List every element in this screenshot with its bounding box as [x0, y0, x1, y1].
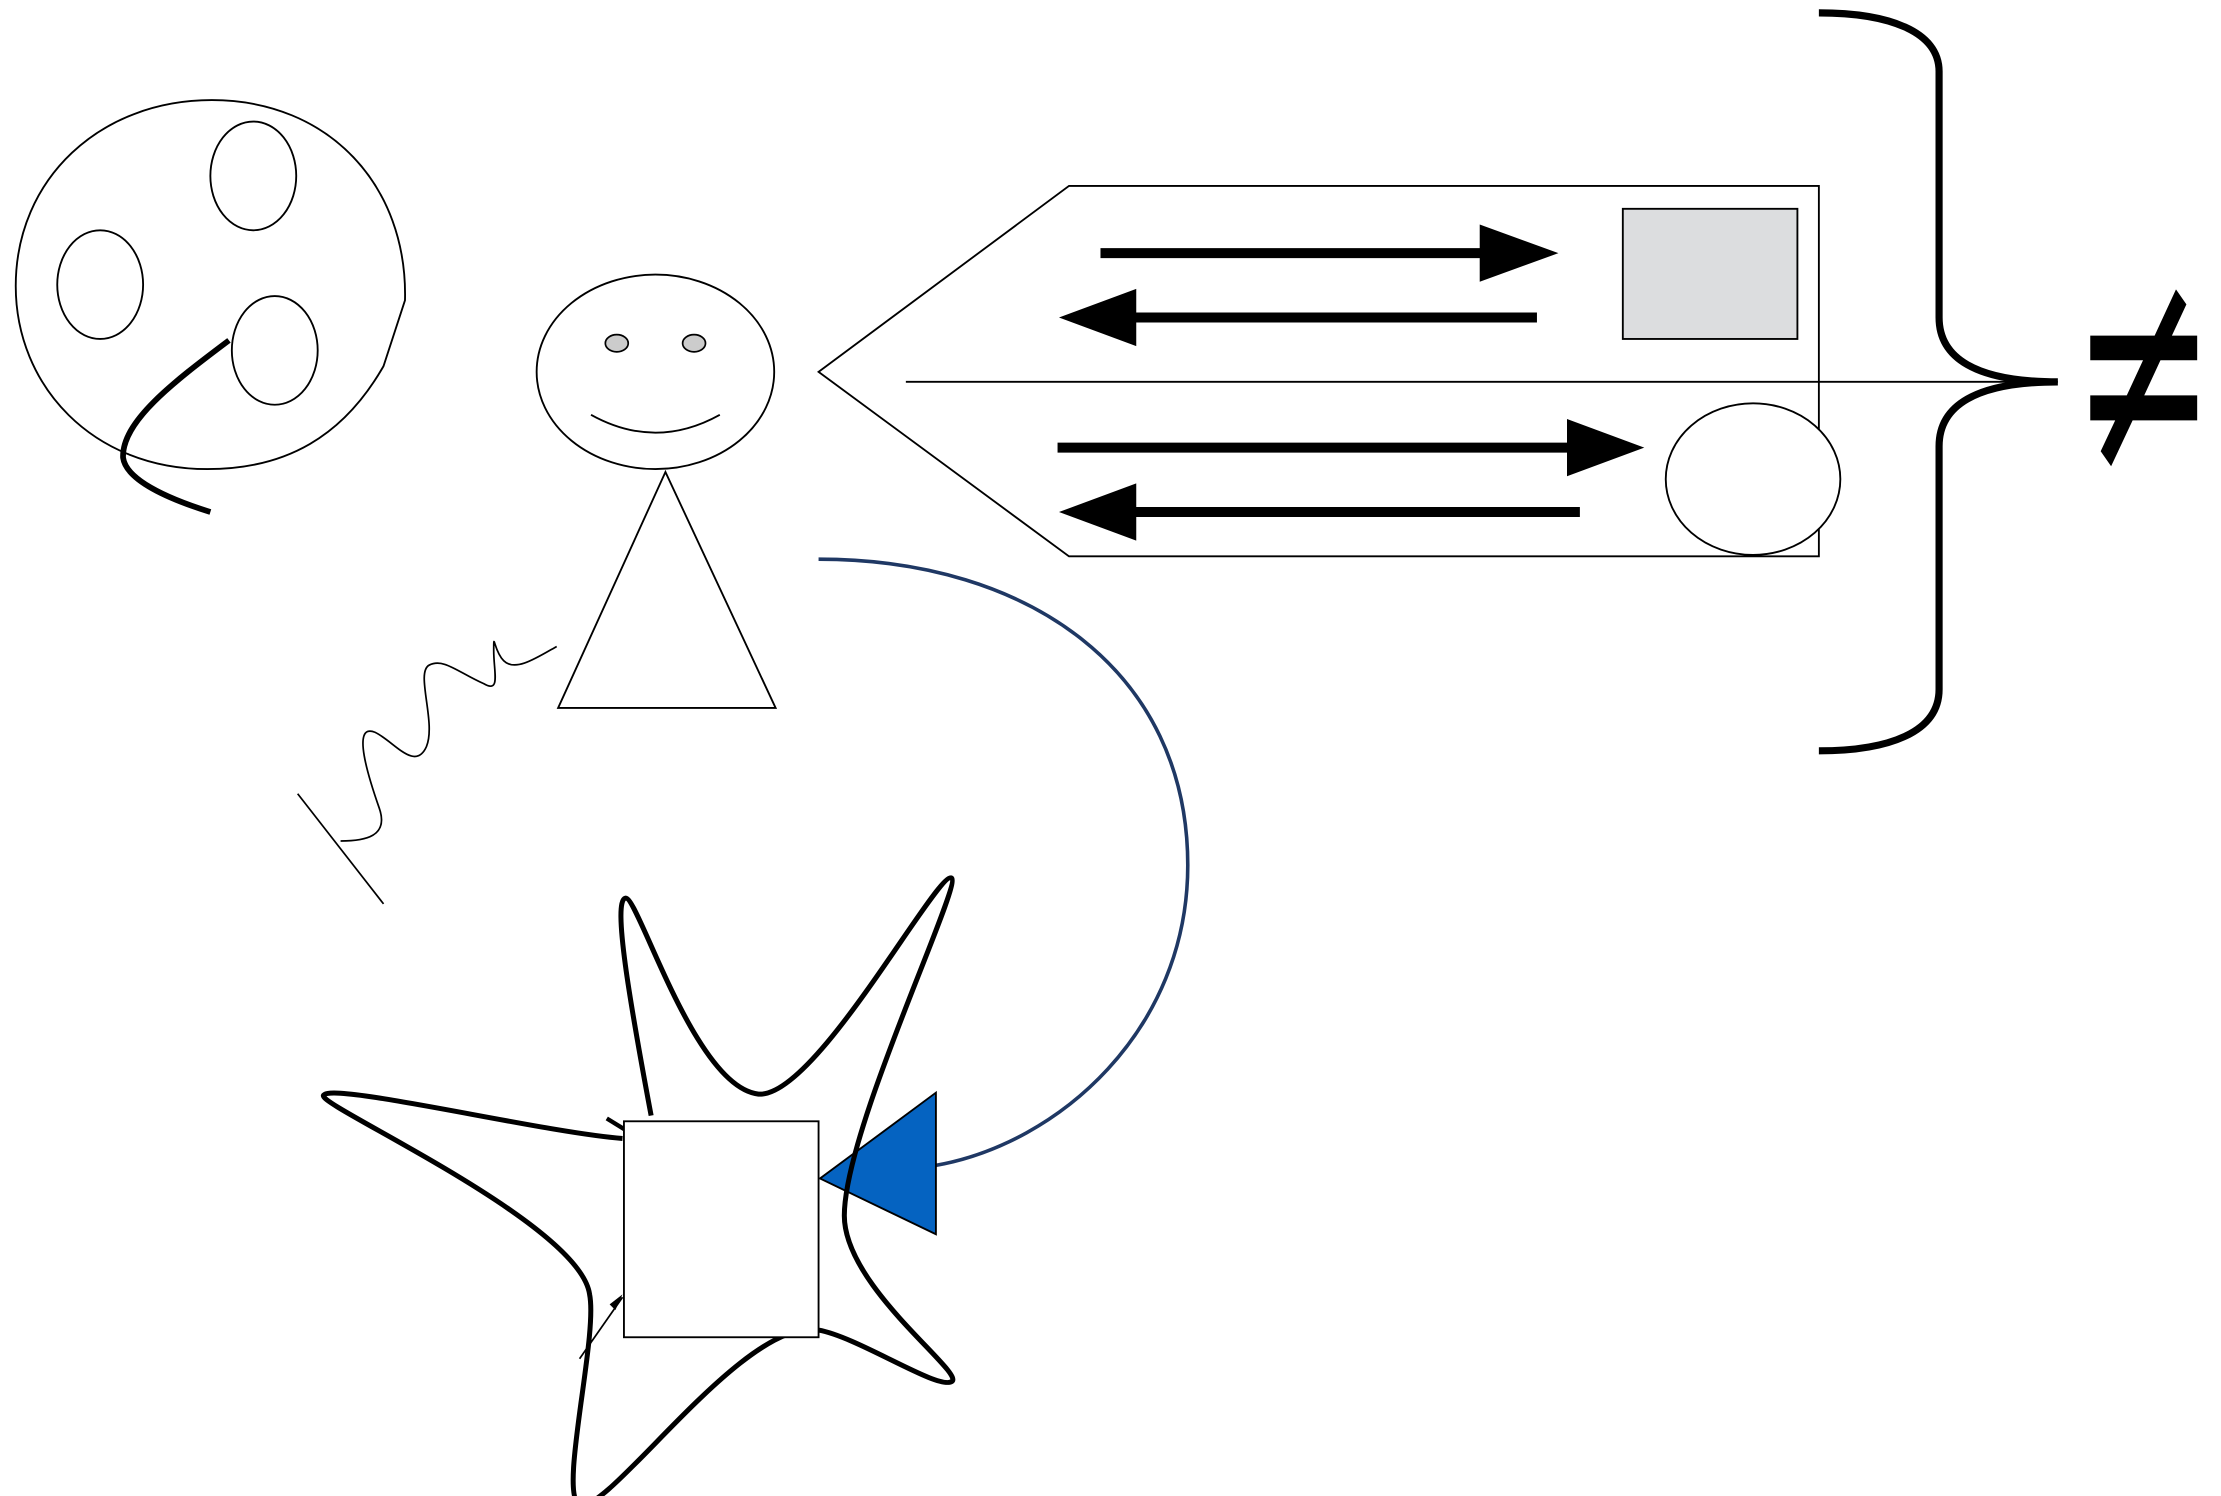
arrow-left-2-head	[1058, 483, 1137, 541]
not-equal-symbol: ≠	[2072, 193, 2215, 543]
curly-brace-icon	[1818, 9, 2058, 755]
palette-hole-top	[209, 120, 298, 232]
curved-connector-arrow	[818, 557, 1190, 1236]
gray-square	[1621, 207, 1799, 340]
person-eye-left	[604, 333, 630, 353]
person-smile	[590, 413, 721, 434]
palette-icon	[14, 99, 406, 515]
white-circle	[1664, 402, 1842, 556]
curved-connector	[818, 557, 1190, 1168]
curly-brace	[1818, 9, 2058, 755]
person-eye-right	[681, 333, 707, 353]
person-body-triangle	[556, 469, 778, 709]
pentagon-arrow-shape	[817, 184, 2058, 558]
palette-hole-right	[230, 295, 319, 406]
star-blob-tick-head	[609, 1294, 623, 1311]
wavy-line-terminator	[296, 793, 385, 905]
palette-hole-left	[56, 229, 145, 340]
wavy-line	[340, 640, 558, 842]
arrow-right-2-head	[1567, 419, 1645, 477]
star-blob-icon	[320, 875, 956, 1496]
palette-outline	[14, 99, 406, 471]
blue-arrowhead	[818, 1090, 937, 1236]
palette-thumb-stroke	[120, 338, 231, 515]
star-blob-tick-top	[605, 1116, 627, 1132]
star-blob-center-square	[623, 1120, 820, 1339]
star-blob-outline	[320, 875, 956, 1496]
pentagon-outline	[817, 184, 1820, 558]
person-head	[535, 273, 776, 471]
wavy-line-icon	[296, 640, 558, 905]
arrow-right-1-head	[1479, 224, 1559, 282]
smiley-person-icon	[535, 273, 778, 709]
arrow-left-1-head	[1058, 288, 1137, 347]
